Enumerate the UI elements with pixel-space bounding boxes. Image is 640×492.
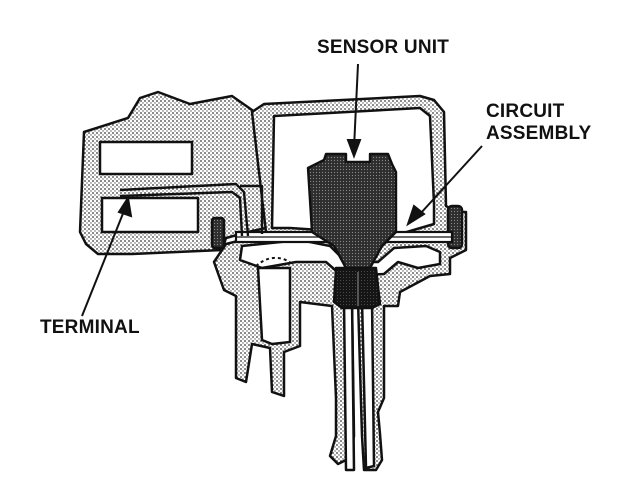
terminal-pins: [119, 182, 264, 237]
callout-leaders: [81, 63, 483, 317]
terminal-arrowhead: [117, 195, 133, 218]
circuit-assembly-leader: [419, 145, 483, 215]
circuit-assembly-label-line2: ASSEMBLY: [486, 123, 592, 144]
sensor-unit-arrowhead: [346, 139, 362, 159]
circuit-assembly-label-line1: CIRCUIT: [486, 101, 565, 122]
sensor-unit-label: SENSOR UNIT: [317, 37, 449, 58]
terminal-leader: [81, 205, 127, 317]
terminal-label: TERMINAL: [40, 317, 140, 338]
sensor-unit: [306, 152, 398, 310]
sensor-unit-leader: [353, 63, 359, 149]
circuit-assembly-arrowhead: [406, 204, 426, 227]
connector-housing: [78, 90, 268, 256]
